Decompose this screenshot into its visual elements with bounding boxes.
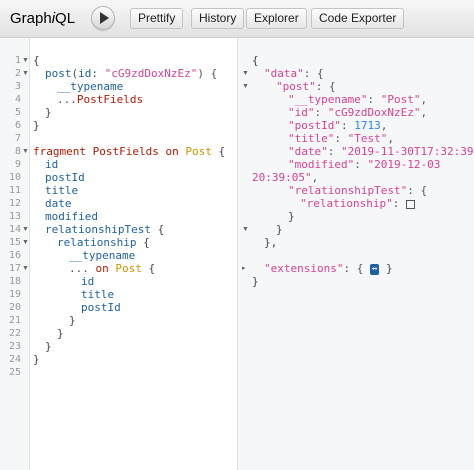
line-number: 11 [8, 185, 21, 196]
history-button[interactable]: History [191, 8, 245, 29]
result-line-11: "relationship": [300, 197, 415, 210]
empty-array-icon [405, 199, 415, 209]
line-number: 20 [8, 302, 21, 313]
graphiql-logo: GraphiQL [10, 10, 76, 27]
query-line-4: ...PostFields [57, 93, 144, 106]
query-line-11: title [45, 184, 79, 197]
line-number: 6 [14, 120, 21, 131]
line-number: 12 [8, 198, 21, 209]
result-line-2: "data": { [264, 67, 324, 80]
query-line-21: } [69, 314, 76, 327]
line-number: 17 [8, 263, 21, 274]
line-number: 22 [8, 328, 21, 339]
line-number: 13 [8, 211, 21, 222]
prettify-button[interactable]: Prettify [130, 8, 184, 29]
query-line-6: } [33, 119, 40, 132]
query-line-18: id [81, 275, 95, 288]
result-line-16: } [252, 275, 259, 288]
query-line-8: fragment PostFields on Post { [33, 145, 226, 158]
query-line-9: id [45, 158, 59, 171]
query-line-2: post(id: "cG9zdDoxNzEz") { [45, 67, 218, 80]
line-number: 21 [8, 315, 21, 326]
fold-arrow-icon[interactable]: ▼ [22, 57, 29, 64]
line-number: 8 [14, 146, 21, 157]
line-number: 19 [8, 289, 21, 300]
result-line-6: "postId": 1713, [288, 119, 388, 132]
result-line-13: } [276, 223, 283, 236]
pane-divider[interactable] [237, 38, 238, 470]
collapsed-arrow-icon[interactable]: ▸ [242, 265, 246, 272]
result-line-4: "__typename": "Post", [288, 93, 428, 106]
result-line-7: "title": "Test", [288, 132, 394, 145]
query-line-24: } [33, 353, 40, 366]
line-number: 16 [8, 250, 21, 261]
line-number: 18 [8, 276, 21, 287]
query-line-17: ... on Post { [69, 262, 156, 275]
line-number: 14 [8, 224, 21, 235]
query-line-13: modified [45, 210, 98, 223]
query-line-16: __typename [69, 249, 136, 262]
result-line-8: "date": "2019-11-30T17:32:39", [288, 145, 474, 158]
fold-arrow-icon[interactable]: ▼ [242, 70, 249, 77]
fold-arrow-icon[interactable]: ▼ [22, 70, 29, 77]
line-number: 10 [8, 172, 21, 183]
collapsed-object-badge[interactable]: ↔ [369, 263, 380, 275]
result-line-3: "post": { [276, 80, 336, 93]
execute-query-button[interactable] [91, 6, 115, 30]
result-viewer: ▼ ▼ ▼ ▸ { "data": { "post": { "__typenam… [238, 38, 474, 470]
line-number: 7 [14, 133, 21, 144]
fold-arrow-icon[interactable]: ▼ [22, 148, 29, 155]
query-line-12: date [45, 197, 72, 210]
line-number: 24 [8, 354, 21, 365]
result-line-9: "modified": "2019-12-03 [288, 158, 441, 171]
line-number: 15 [8, 237, 21, 248]
line-number: 1 [14, 55, 21, 66]
result-line-10: "relationshipTest": { [288, 184, 428, 197]
line-number: 4 [14, 94, 21, 105]
query-line-23: } [45, 340, 52, 353]
line-number: 23 [8, 341, 21, 352]
line-number: 9 [14, 159, 21, 170]
result-line-12: } [288, 210, 295, 223]
result-line-14: }, [264, 236, 278, 249]
result-line-5: "id": "cG9zdDoxNzEz", [288, 106, 428, 119]
fold-arrow-icon[interactable]: ▼ [22, 239, 29, 246]
fold-arrow-icon[interactable]: ▼ [22, 226, 29, 233]
fold-arrow-icon[interactable]: ▼ [22, 265, 29, 272]
line-number: 2 [14, 68, 21, 79]
query-line-20: postId [81, 301, 121, 314]
query-line-19: title [81, 288, 115, 301]
query-line-22: } [57, 327, 64, 340]
query-line-3: __typename [57, 80, 124, 93]
query-line-5: } [45, 106, 52, 119]
query-line-14: relationshipTest { [45, 223, 165, 236]
fold-arrow-icon[interactable]: ▼ [242, 226, 249, 233]
fold-arrow-icon[interactable]: ▼ [242, 83, 249, 90]
line-number: 25 [8, 367, 21, 378]
query-line-10: postId [45, 171, 85, 184]
result-line-9-wrap: 20:39:05", [252, 171, 319, 184]
explorer-button[interactable]: Explorer [246, 8, 307, 29]
query-line-15: relationship { [57, 236, 150, 249]
line-number: 3 [14, 81, 21, 92]
code-exporter-button[interactable]: Code Exporter [311, 8, 405, 29]
result-line-15: "extensions": { ↔ } [264, 262, 393, 275]
result-line-1: { [252, 54, 259, 67]
toolbar: GraphiQL Prettify History Explorer Code … [0, 0, 474, 38]
query-line-1: { [33, 54, 40, 67]
line-number: 5 [14, 107, 21, 118]
